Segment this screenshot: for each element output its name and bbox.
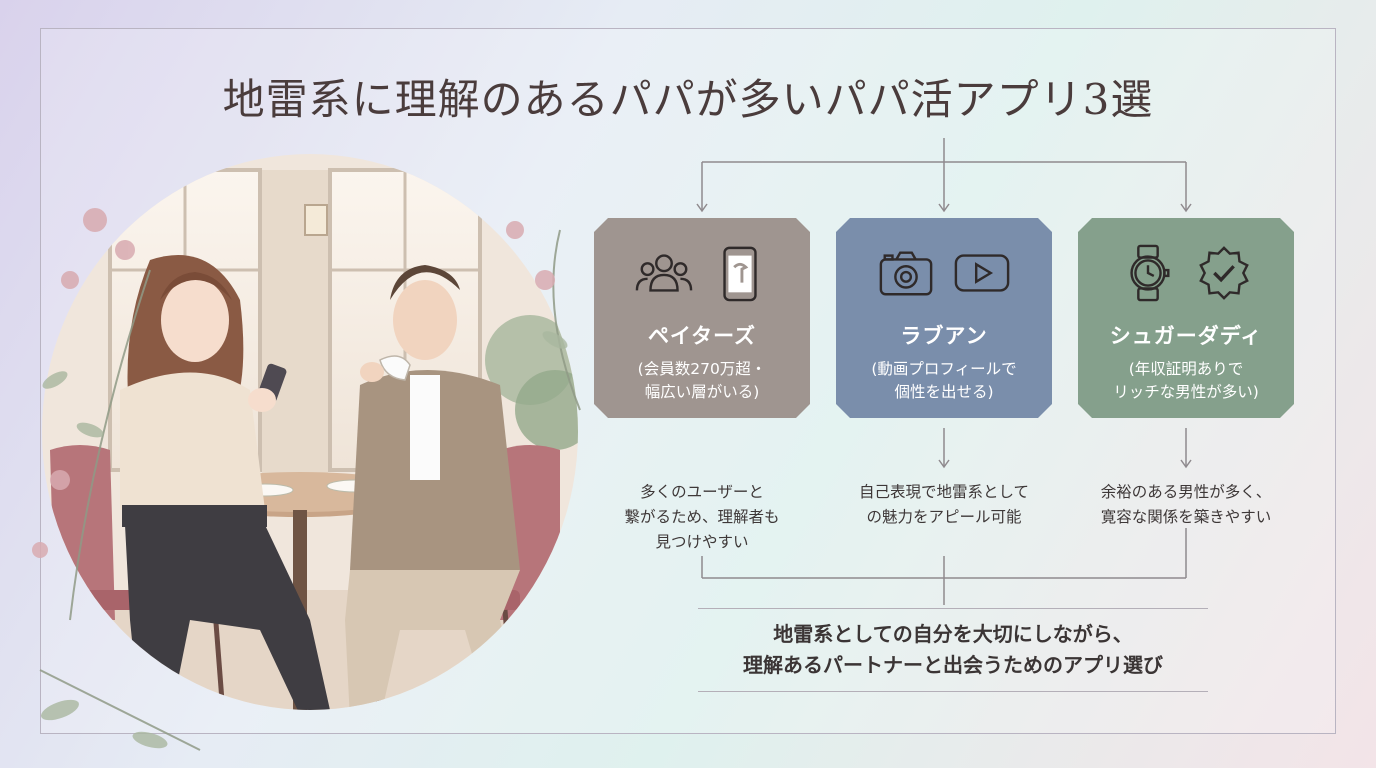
description-line: 自己表現で地雷系として — [858, 483, 1030, 501]
app-name: ペイターズ — [647, 324, 757, 348]
page-title: 地雷系に理解のあるパパが多いパパ活アプリ3選 — [222, 75, 1154, 124]
description-line: の魅力をアピール可能 — [866, 508, 1022, 526]
smartphone-app-icon — [723, 246, 757, 302]
app-description-loveandd: 自己表現で地雷系として の魅力をアピール可能 — [824, 480, 1064, 530]
wristwatch-icon — [1130, 244, 1170, 302]
users-icon — [635, 254, 693, 292]
app-name: シュガーダディ — [1109, 324, 1263, 348]
description-line: 余裕のある男性が多く、 — [1100, 483, 1272, 501]
app-feature-line: (年収証明ありで — [1128, 360, 1244, 378]
app-description-sugardaddy: 余裕のある男性が多く、 寛容な関係を築きやすい — [1066, 480, 1306, 530]
app-name: ラブアン — [900, 324, 988, 348]
camera-icon — [879, 251, 933, 296]
app-feature-line: リッチな男性が多い) — [1113, 383, 1259, 401]
app-feature-line: (動画プロフィールで — [871, 360, 1017, 378]
cafe-couple-illustration — [32, 154, 581, 751]
app-feature-line: 幅広い層がいる) — [644, 383, 760, 401]
description-line: 寛容な関係を築きやすい — [1100, 508, 1272, 526]
summary-box: 地雷系としての自分を大切にしながら、 理解あるパートナーと出会うためのアプリ選び — [698, 608, 1208, 692]
app-card-paters: ペイターズ (会員数270万超・ 幅広い層がいる) — [594, 218, 810, 418]
app-card-loveandd: ラブアン (動画プロフィールで 個性を出せる) — [836, 218, 1052, 418]
description-line: 見つけやすい — [655, 533, 749, 551]
summary-line: 理解あるパートナーと出会うためのアプリ選び — [743, 653, 1163, 677]
description-line: 繋がるため、理解者も — [624, 508, 780, 526]
description-line: 多くのユーザーと — [640, 483, 764, 501]
app-description-paters: 多くのユーザーと 繋がるため、理解者も 見つけやすい — [582, 480, 822, 555]
app-card-sugardaddy: シュガーダディ (年収証明ありで リッチな男性が多い) — [1078, 218, 1294, 418]
video-play-icon — [954, 254, 1010, 292]
verified-badge-icon — [1199, 246, 1249, 300]
app-feature-line: (会員数270万超・ — [637, 360, 767, 378]
app-feature-line: 個性を出せる) — [894, 383, 994, 401]
summary-line: 地雷系としての自分を大切にしながら、 — [773, 622, 1133, 646]
